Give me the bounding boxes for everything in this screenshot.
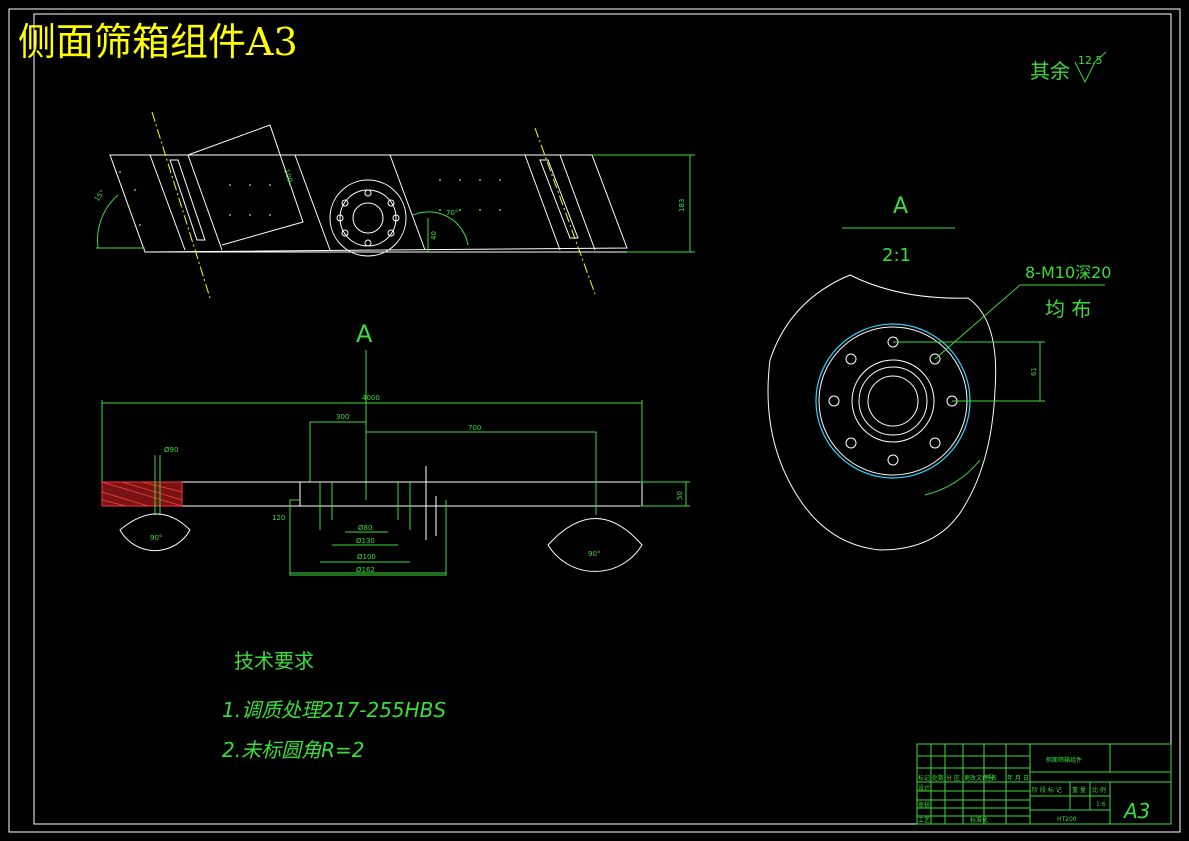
side-view: 50 4000 300 700 Ø162 Ø100 Ø130 Ø80 120 Ø… (101, 394, 690, 576)
section-marker-a: A (356, 320, 373, 348)
title-block-scale: 1:6 (1096, 801, 1106, 808)
centerline-right (534, 127, 596, 295)
svg-text:处数: 处数 (932, 774, 944, 782)
svg-text:重 量: 重 量 (1072, 786, 1086, 794)
svg-text:Ø162: Ø162 (356, 566, 375, 574)
svg-text:签名: 签名 (985, 774, 997, 782)
title-block: 侧面筛箱组件 标记 处数 分 区 更改文件号 签名 年 月 日 设计 审核 工艺… (916, 743, 1172, 825)
roughness-symbol (1074, 51, 1107, 84)
svg-text:120: 120 (272, 514, 285, 522)
svg-text:分 区: 分 区 (946, 774, 960, 782)
hole-distribution: 均 布 (1045, 297, 1091, 321)
section-view-scale: 2:1 (882, 245, 911, 266)
svg-text:50: 50 (676, 491, 684, 500)
svg-text:更改文件号: 更改文件号 (964, 774, 994, 782)
svg-text:61: 61 (1030, 367, 1038, 376)
top-view: 100 183 70° 40 15° (93, 111, 695, 299)
surface-finish-label: 其余 (1030, 59, 1070, 83)
title-block-part-name: 侧面筛箱组件 (1046, 756, 1082, 764)
side-view-beam (101, 481, 643, 507)
flange-outer (329, 179, 407, 257)
tech-heading: 技术要求 (234, 649, 314, 673)
svg-text:90°: 90° (588, 550, 600, 558)
svg-text:审核: 审核 (918, 801, 930, 809)
centerline-left (151, 111, 211, 299)
section-view-letter: A (893, 194, 908, 219)
section-a-view: A 2:1 8-M10深20 均 布 61 (767, 194, 1111, 551)
svg-text:Ø130: Ø130 (356, 537, 375, 545)
inner-border (33, 13, 1172, 825)
svg-text:700: 700 (468, 424, 481, 432)
svg-text:70°: 70° (446, 209, 458, 217)
surface-finish-value: 12.5 (1078, 54, 1103, 67)
svg-text:100: 100 (282, 168, 294, 183)
svg-text:工艺: 工艺 (918, 816, 930, 824)
technical-requirements: 技术要求 1.调质处理217-255HBS 2.未标圆角R=2 (222, 649, 446, 762)
svg-text:15°: 15° (93, 188, 107, 203)
tech-item-2: 2.未标圆角R=2 (222, 738, 364, 762)
svg-text:标记: 标记 (918, 774, 930, 782)
rotated-box (187, 124, 304, 246)
title-block-sheet-size: A3 (1122, 799, 1150, 823)
surface-finish-note: 其余 12.5 (1030, 51, 1107, 84)
top-view-outline (109, 154, 628, 253)
svg-text:标准化: 标准化 (970, 816, 988, 824)
svg-text:300: 300 (336, 413, 349, 421)
svg-text:Ø100: Ø100 (357, 553, 376, 561)
hole-callout: 8-M10深20 (1025, 263, 1111, 282)
svg-text:设计: 设计 (918, 784, 930, 792)
svg-text:Ø80: Ø80 (358, 524, 372, 532)
svg-text:4000: 4000 (362, 394, 380, 402)
tech-item-1: 1.调质处理217-255HBS (222, 698, 446, 722)
drawing-title: 侧面筛箱组件A3 (18, 20, 298, 64)
svg-text:90°: 90° (150, 534, 162, 542)
svg-text:Ø90: Ø90 (164, 446, 178, 454)
title-block-material: HT200 (1057, 816, 1077, 823)
svg-text:40: 40 (430, 231, 438, 240)
svg-text:比 例: 比 例 (1092, 786, 1106, 794)
svg-text:年 月 日: 年 月 日 (1007, 774, 1029, 782)
flange-profile (767, 274, 997, 551)
svg-text:183: 183 (678, 199, 686, 212)
slot-right (539, 159, 579, 239)
outer-border (8, 8, 1181, 833)
svg-text:阶 段 标 记: 阶 段 标 记 (1032, 786, 1062, 794)
slot-left (169, 159, 206, 241)
